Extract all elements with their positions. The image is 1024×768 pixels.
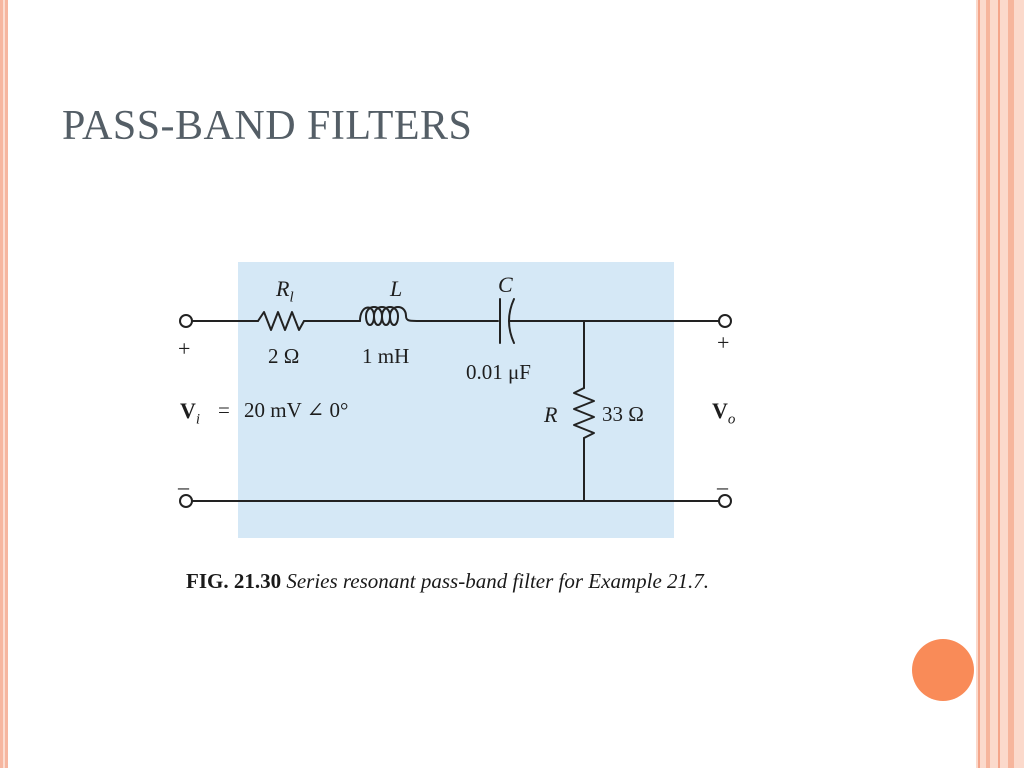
rl-symbol-label: Rl <box>276 276 294 306</box>
vi-value-label: 20 mV ∠ 0° <box>244 398 349 422</box>
l-value-label: 1 mH <box>362 344 410 368</box>
c-value-label: 0.01 μF <box>466 360 531 384</box>
circuit-schematic <box>179 262 732 538</box>
left-border-decoration <box>0 0 8 768</box>
right-border-decoration <box>976 0 1024 768</box>
rl-value-label: 2 Ω <box>268 344 300 368</box>
input-minus-sign: – <box>178 474 189 499</box>
vi-symbol-label: Vi <box>180 398 201 428</box>
c-symbol-label: C <box>498 272 513 297</box>
figure-caption-text: Series resonant pass-band filter for Exa… <box>286 569 710 593</box>
l-symbol-label: L <box>390 276 403 301</box>
r-value-label: 33 Ω <box>602 402 644 426</box>
output-plus-sign: + <box>717 330 730 355</box>
terminal-output-top <box>718 314 732 328</box>
input-plus-sign: + <box>178 336 191 361</box>
diagram-background-panel <box>238 262 674 538</box>
vi-equals-label: = <box>218 398 230 422</box>
resistor-r-symbol <box>573 387 595 439</box>
slide-title: PASS-BAND FILTERS <box>62 103 473 149</box>
inductor-symbol <box>359 306 433 326</box>
vo-symbol-label: Vo <box>712 398 736 428</box>
figure-caption: FIG. 21.30 Series resonant pass-band fil… <box>186 566 726 596</box>
output-minus-sign: – <box>717 474 728 499</box>
figure-number: FIG. 21.30 <box>186 569 282 593</box>
resistor-rl-symbol <box>257 311 305 331</box>
orange-circle-decoration <box>912 639 974 701</box>
circuit-diagram: Rl 2 Ω L 1 mH C 0.01 μF R 33 Ω Vi = 20 m… <box>170 258 750 548</box>
terminal-output-bottom <box>718 494 732 508</box>
r-symbol-label: R <box>544 402 558 427</box>
terminal-input-top <box>179 314 193 328</box>
terminal-input-bottom <box>179 494 193 508</box>
